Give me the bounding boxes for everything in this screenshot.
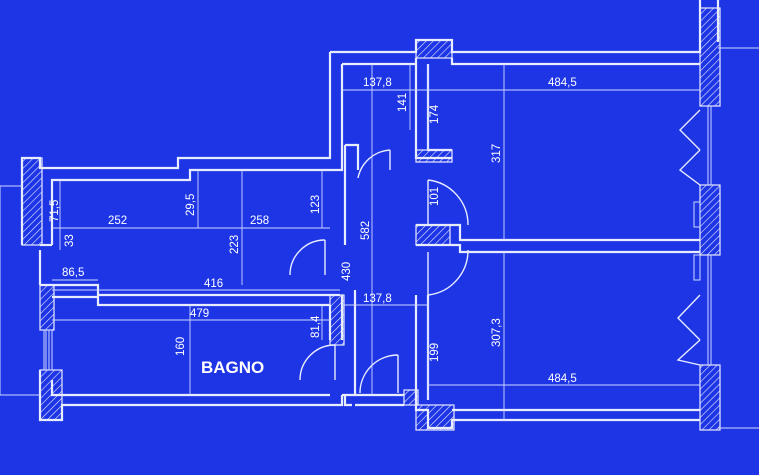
dim-258: 258 <box>250 215 269 227</box>
bottom-column <box>415 404 455 431</box>
door-arc-3 <box>427 249 469 296</box>
dim-317: 317 <box>491 144 503 163</box>
dim-484-5-bottom: 484,5 <box>548 373 577 385</box>
door-arc-2 <box>427 179 469 226</box>
door-arc-5 <box>299 344 336 381</box>
dim-81-4: 81,4 <box>310 315 322 338</box>
dim-141: 141 <box>397 93 409 112</box>
right-pillar-top <box>699 7 721 107</box>
small-wall-b <box>403 389 419 406</box>
dim-101: 101 <box>429 187 441 206</box>
dim-416: 416 <box>204 278 223 290</box>
window-door-upper-2 <box>678 149 701 186</box>
walls <box>0 0 759 431</box>
dim-29-5: 29,5 <box>185 194 197 216</box>
window-door-lower-2 <box>676 339 701 366</box>
dim-123: 123 <box>310 195 322 214</box>
doors <box>289 109 701 394</box>
right-pillar-bottom <box>699 364 721 431</box>
door-arc-1 <box>357 149 391 179</box>
dim-199: 199 <box>429 343 441 362</box>
dim-160: 160 <box>175 337 187 356</box>
left-pillar-bottom <box>39 369 63 421</box>
dimension-lines <box>52 64 700 420</box>
door-arc-4 <box>289 239 326 276</box>
bath-partition <box>329 294 345 346</box>
dim-33: 33 <box>64 234 76 247</box>
dim-223: 223 <box>229 235 241 254</box>
dim-71-5: 71,5 <box>49 200 61 222</box>
small-wall-a <box>415 149 453 163</box>
top-column <box>415 39 453 59</box>
room-label-bathroom: BAGNO <box>201 358 264 377</box>
dimension-labels: 137,8 484,5 141 174 317 101 582 430 137,… <box>49 77 577 385</box>
dim-137-8-top: 137,8 <box>363 77 392 89</box>
door-arc-6 <box>359 354 399 394</box>
dim-252: 252 <box>108 215 127 227</box>
left-pillar-top <box>21 157 43 246</box>
dim-137-8-mid: 137,8 <box>363 293 392 305</box>
dim-86-5: 86,5 <box>62 267 84 279</box>
window-door-upper-1 <box>679 109 701 151</box>
dim-307-3: 307,3 <box>491 318 503 347</box>
dim-479: 479 <box>190 308 209 320</box>
dim-582: 582 <box>360 221 372 240</box>
mid-column <box>415 224 451 246</box>
left-mid-wall <box>39 284 55 331</box>
dim-484-5-top: 484,5 <box>548 77 577 89</box>
dim-174: 174 <box>429 104 441 124</box>
right-pillar-mid <box>699 184 721 256</box>
window-door-lower-1 <box>677 294 701 341</box>
dim-430: 430 <box>341 262 353 281</box>
